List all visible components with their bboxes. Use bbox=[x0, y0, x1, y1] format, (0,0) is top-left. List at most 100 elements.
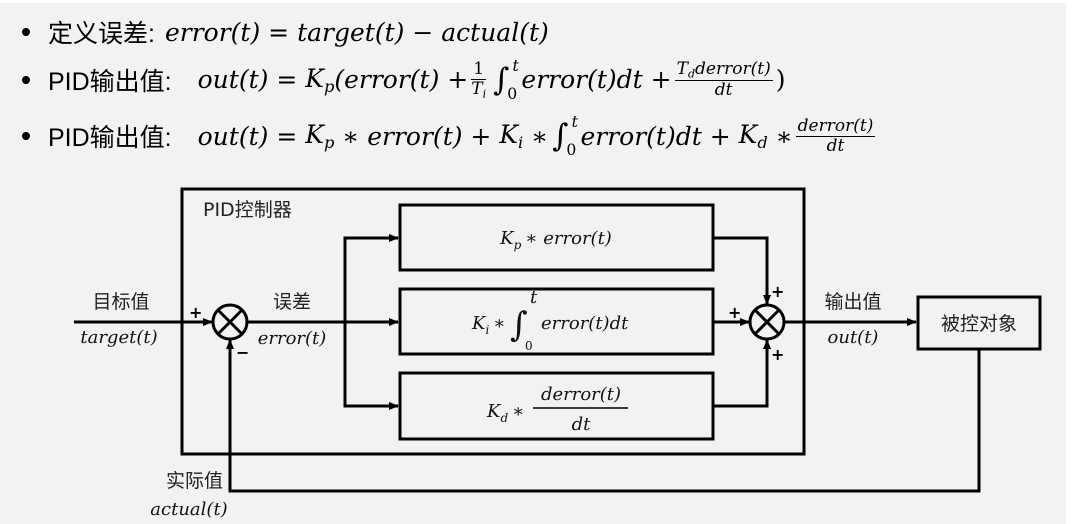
integral-symbol: ∫ bbox=[493, 61, 510, 98]
formula-expression: error(t) = target(t) − actual(t) bbox=[165, 18, 549, 47]
kd-symbol: K bbox=[738, 120, 758, 150]
sum2-plus-left: + bbox=[728, 303, 741, 322]
term-error-open: (error(t) + bbox=[334, 65, 469, 95]
term-error: error(t) bbox=[164, 17, 261, 47]
ki-subscript: i bbox=[518, 132, 524, 152]
integral-lower-limit: 0 bbox=[507, 84, 518, 103]
bullet-icon bbox=[22, 28, 30, 36]
derivative-block bbox=[398, 371, 715, 441]
formula-pid-output-standard: PID输出值: out(t) = Kp (error(t) + 1 Ti ∫t 0… bbox=[22, 52, 785, 108]
fraction-denominator: dt bbox=[826, 135, 845, 156]
feedback-label-math: actual(t) bbox=[150, 499, 227, 520]
fraction-denominator: dt bbox=[714, 80, 733, 101]
formula-label: PID输出值: bbox=[48, 68, 172, 96]
term-target: target(t) bbox=[297, 17, 405, 47]
term-integral-body: error(t)dt + bbox=[580, 121, 731, 151]
td-subscript: d bbox=[687, 67, 696, 81]
formula-label: PID输出值: bbox=[48, 124, 172, 152]
summing-junction-error bbox=[211, 303, 249, 341]
summing-junction-output bbox=[748, 303, 786, 341]
integral-symbol: ∫ bbox=[510, 305, 528, 345]
formula-pid-output-parallel: PID输出值: out(t) = Kp ∗ error(t) + Ki ∗ ∫t… bbox=[22, 108, 878, 164]
term-integral-body: error(t)dt + bbox=[521, 65, 672, 95]
proportional-expression: Kp∗ error(t) bbox=[499, 228, 612, 252]
ti-symbol: T bbox=[471, 78, 483, 99]
derivative-denominator: dt bbox=[572, 414, 592, 435]
integral-upper-limit: t bbox=[530, 287, 538, 308]
kp-subscript: p bbox=[323, 132, 335, 152]
sum2-plus-top: + bbox=[771, 282, 784, 301]
term-out: out(t) bbox=[197, 121, 269, 151]
ti-subscript: i bbox=[482, 86, 487, 100]
term-kd: Kd bbox=[739, 120, 768, 152]
feedback-label-cn: 实际值 bbox=[166, 470, 223, 492]
ki-symbol: K bbox=[499, 120, 519, 150]
p-branch-line bbox=[343, 234, 399, 322]
kp-symbol: K bbox=[499, 228, 515, 249]
td-symbol: T bbox=[676, 58, 688, 79]
fraction-numerator: derror(t) bbox=[795, 115, 876, 137]
error-label-math: error(t) bbox=[258, 328, 327, 349]
multiply-sign: ∗ bbox=[512, 401, 524, 422]
term-proportional: ∗ error(t) + bbox=[342, 121, 492, 151]
sum1-minus-sign: − bbox=[236, 343, 249, 362]
term-kp: Kp bbox=[305, 64, 334, 96]
derror-term: derror(t) bbox=[695, 58, 771, 79]
ki-symbol: K bbox=[471, 313, 487, 334]
sum1-plus-sign: + bbox=[189, 303, 202, 322]
integral-lower-limit: 0 bbox=[566, 140, 577, 159]
formula-label: 定义误差: bbox=[48, 20, 155, 48]
integral-expression: Ki∗ bbox=[471, 313, 506, 337]
kd-subscript: d bbox=[500, 411, 508, 425]
formula-expression: out(t) = Kp (error(t) + 1 Ti ∫t 0 error(t… bbox=[197, 57, 786, 103]
output-label-cn: 输出值 bbox=[824, 291, 881, 313]
kd-subscript: d bbox=[757, 132, 768, 152]
output-label-math: out(t) bbox=[828, 327, 879, 348]
integral-lower-limit: 0 bbox=[525, 339, 533, 353]
slide-canvas bbox=[0, 3, 1066, 524]
p-output-line bbox=[713, 236, 771, 305]
derivative-coefficient: Kd ∗ bbox=[486, 401, 524, 425]
input-label-cn: 目标值 bbox=[92, 291, 149, 313]
d-output-line bbox=[713, 339, 771, 408]
term-ki: Ki bbox=[499, 120, 523, 152]
formula-expression: out(t) = Kp ∗ error(t) + Ki ∗ ∫t 0 error(… bbox=[197, 113, 879, 159]
derivative-numerator: derror(t) bbox=[541, 384, 621, 405]
equals-sign: = bbox=[268, 17, 290, 47]
close-paren: ) bbox=[775, 65, 786, 95]
integral-sign: ∫t 0 bbox=[493, 57, 519, 103]
multiply-sign: ∗ bbox=[775, 121, 793, 151]
d-branch-line bbox=[343, 322, 399, 410]
integral-symbol: ∫ bbox=[552, 118, 569, 154]
kp-symbol: K bbox=[305, 120, 324, 150]
ki-subscript: i bbox=[485, 323, 489, 337]
term-kp: Kp bbox=[305, 120, 334, 152]
fraction-numerator: 1 bbox=[471, 58, 487, 80]
sum2-plus-bottom: + bbox=[771, 345, 784, 364]
integral-upper-limit: t bbox=[571, 112, 578, 131]
kp-symbol: K bbox=[305, 64, 324, 94]
integral-upper-limit: t bbox=[512, 56, 519, 75]
fraction-derivative: derror(t) dt bbox=[795, 115, 876, 156]
error-label-cn: 误差 bbox=[273, 291, 311, 313]
formula-error-definition: 定义误差: error(t) = target(t) − actual(t) bbox=[22, 14, 549, 50]
equals-sign: = bbox=[276, 65, 298, 95]
minus-sign: − bbox=[412, 17, 434, 47]
fraction-td-derivative: Tdderror(t) dt bbox=[674, 58, 773, 101]
integral-sign: ∫t 0 bbox=[552, 113, 578, 159]
equals-sign: = bbox=[276, 121, 298, 151]
integral-body: error(t)dt bbox=[541, 313, 629, 334]
fraction-one-over-ti: 1 Ti bbox=[471, 60, 486, 100]
controller-title: PID控制器 bbox=[203, 199, 292, 221]
multiply-sign: ∗ bbox=[531, 121, 549, 151]
plant-label: 被控对象 bbox=[941, 313, 1017, 335]
kp-subscript: p bbox=[514, 238, 522, 252]
kd-symbol: K bbox=[486, 401, 502, 422]
kp-subscript: p bbox=[323, 76, 335, 96]
feedback-line bbox=[226, 339, 981, 493]
bullet-icon bbox=[22, 76, 30, 84]
term-out: out(t) bbox=[197, 65, 269, 95]
input-label-math: target(t) bbox=[80, 327, 157, 348]
p-term: ∗ error(t) bbox=[525, 228, 612, 249]
